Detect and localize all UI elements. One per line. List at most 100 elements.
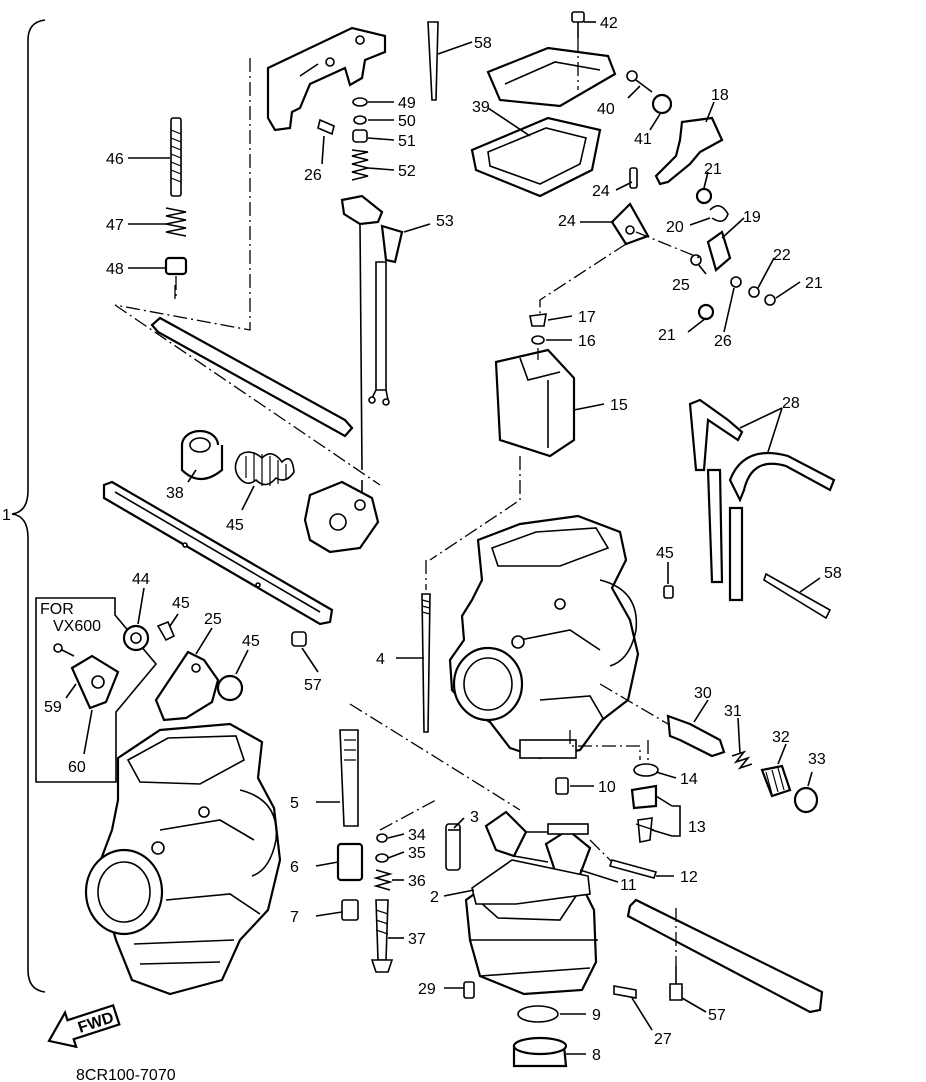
spring-48 (234, 451, 295, 486)
callout-20: 20 (666, 219, 684, 236)
oring-24-right (730, 276, 742, 288)
body-19 (706, 230, 732, 272)
callout-12: 12 (680, 869, 698, 886)
jet-needle-4 (421, 593, 431, 733)
callout-16: 16 (578, 333, 596, 350)
callout-2: 2 (430, 889, 439, 906)
starter-plunger (340, 194, 404, 540)
cap-35 (793, 786, 819, 814)
callout-19: 19 (743, 209, 761, 226)
spring-33 (731, 750, 753, 770)
callout-11: 11 (620, 877, 637, 894)
screw-47 (663, 585, 674, 599)
bracket-26 (610, 202, 650, 246)
group-bracket (11, 19, 46, 993)
callout-35: 33 (808, 751, 826, 768)
jet-7 (341, 899, 359, 921)
callout-45-left: 44 (132, 571, 150, 588)
callout-numbers: 42 58 40 41 18 39 21 24 20 19 24 22 21 2… (44, 15, 842, 1064)
leader-lines (65, 21, 821, 1055)
screw-31 (463, 981, 475, 999)
callout-55: 52 (398, 163, 416, 180)
plug-34 (760, 764, 792, 798)
callout-42: 40 (597, 101, 615, 118)
bracket-27 (154, 650, 220, 722)
throttle-lever-part (303, 480, 380, 554)
pilot-washer (164, 256, 188, 276)
oring-14 (633, 763, 659, 777)
callout-5: 5 (290, 795, 299, 812)
small-parts-stack (351, 97, 369, 181)
callout-21-bottom: 21 (658, 327, 676, 344)
callout-37: 35 (408, 845, 426, 862)
oring-36 (376, 833, 388, 843)
screw-46 (156, 620, 176, 642)
screw-10 (555, 777, 569, 795)
vent-hose-30 (688, 398, 836, 602)
screw-57-left (291, 631, 307, 647)
callout-34: 32 (772, 729, 790, 746)
callout-57-left: 57 (304, 677, 322, 694)
diaphragm-43 (651, 93, 673, 115)
cap-45-left (122, 624, 150, 652)
oring-21-upper (695, 187, 713, 205)
callout-26: 24 (558, 213, 576, 230)
forward-arrow: FWD (47, 1003, 121, 1049)
option-box-line1: FOR (40, 601, 74, 618)
callout-44: 42 (600, 15, 618, 32)
nut-16 (531, 335, 545, 345)
screw-29 (613, 985, 637, 999)
group-label: 1 (2, 507, 11, 524)
gasket-41 (470, 116, 602, 198)
callout-30: 28 (782, 395, 800, 412)
callout-51: 48 (106, 261, 124, 278)
callout-4: 4 (376, 651, 385, 668)
lever-18 (654, 116, 724, 186)
pilot-screw (170, 117, 182, 197)
throttle-bracket (266, 26, 387, 132)
callout-40: 38 (166, 485, 184, 502)
oring-9 (517, 1005, 559, 1023)
oring-21-lower (697, 303, 715, 321)
plunger-39 (370, 899, 394, 973)
washer-22 (764, 294, 776, 306)
cable-tie-top (427, 21, 439, 101)
pin-12 (608, 859, 658, 879)
callout-23: 22 (773, 247, 791, 264)
cap-45-right (216, 674, 244, 702)
diagram-code: 8CR100-7070 (76, 1067, 176, 1082)
callout-7: 7 (290, 909, 299, 926)
rail-57-right (626, 898, 824, 1014)
linkage-rail (102, 480, 334, 626)
callout-22: 21 (805, 275, 823, 292)
callout-21-top: 21 (704, 161, 722, 178)
callout-38: 36 (408, 873, 426, 890)
callout-31: 29 (418, 981, 436, 998)
callout-49: 46 (106, 151, 124, 168)
screw-25 (629, 167, 638, 189)
callout-41: 39 (472, 99, 490, 116)
carburetor-left (84, 722, 282, 996)
callout-15: 15 (610, 397, 628, 414)
clip-17 (529, 313, 547, 327)
screw-59 (53, 643, 75, 657)
callout-39: 37 (408, 931, 426, 948)
spring-20 (709, 205, 729, 222)
long-hose (150, 316, 354, 438)
callout-58-right: 58 (824, 565, 842, 582)
jet-holder-6 (336, 842, 364, 882)
callout-8: 8 (592, 1047, 601, 1064)
adjuster-32 (666, 714, 726, 758)
callout-36: 34 (408, 827, 426, 844)
callout-56: 53 (436, 213, 454, 230)
callout-60: 60 (68, 759, 86, 776)
slide-15 (494, 348, 576, 458)
callout-47: 45 (656, 545, 674, 562)
callout-17: 17 (578, 309, 596, 326)
callout-58-top: 58 (474, 35, 492, 52)
top-cover-44 (486, 46, 617, 108)
washer-37 (375, 853, 389, 863)
callout-9: 9 (592, 1007, 601, 1024)
callout-46: 45 (172, 595, 190, 612)
